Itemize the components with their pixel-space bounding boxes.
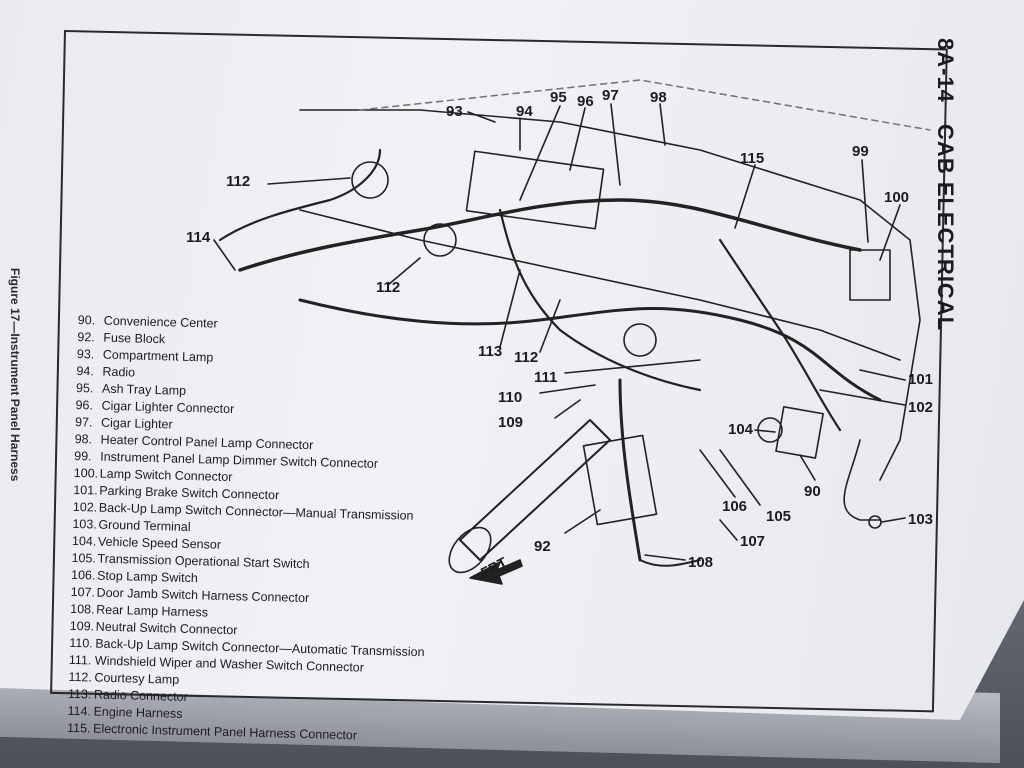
main-harness	[238, 198, 862, 272]
callout-90: 90	[804, 483, 821, 500]
legend-item-number: 99.	[74, 448, 92, 464]
legend-item-label: Courtesy Lamp	[94, 670, 180, 687]
legend-item-number: 109.	[69, 618, 95, 634]
legend-item-number: 96.	[75, 397, 94, 413]
legend-item-label: Cigar Lighter Connector	[101, 398, 235, 417]
legend-item-number: 92.	[77, 329, 95, 345]
callout-115: 115	[740, 150, 764, 167]
legend-item-number: 105.	[71, 550, 97, 566]
callout-103: 103	[908, 511, 933, 528]
legend-item-number: 111.	[68, 652, 92, 668]
callout-92: 92	[534, 538, 551, 555]
legend-item-label: Radio Connector	[93, 687, 188, 705]
front-arrow	[469, 559, 523, 585]
branch-down	[618, 378, 642, 562]
legend-item-label: Rear Lamp Harness	[96, 602, 209, 620]
legend-item-label: Radio	[102, 364, 136, 380]
legend-item-label: Lamp Switch Connector	[99, 466, 233, 485]
legend-item-label: Convenience Center	[103, 313, 218, 331]
callout-104: 104	[728, 421, 754, 438]
legend-item-number: 112.	[68, 669, 93, 685]
legend-item-label: Ground Terminal	[98, 517, 191, 535]
ground-terminal	[868, 515, 882, 529]
dash-top-edge	[299, 109, 911, 241]
legend-item-number: 94.	[76, 363, 95, 379]
legend-item-number: 100.	[73, 465, 99, 481]
figure-caption: Figure 17—Instrument Panel Harness	[8, 268, 22, 482]
radio-box	[465, 150, 605, 230]
callout-108: 108	[688, 554, 713, 571]
legend-item-label: Cigar Lighter	[100, 415, 173, 432]
legend-item-number: 97.	[74, 414, 93, 430]
legend-item-label: Compartment Lamp	[102, 347, 214, 365]
windshield-line	[359, 79, 931, 131]
callout-94: 94	[516, 103, 533, 120]
legend-item-label: Stop Lamp Switch	[96, 568, 199, 586]
legend-item-number: 98.	[74, 431, 93, 447]
legend-item-number: 113.	[67, 686, 92, 702]
legend-item-number: 108.	[70, 601, 95, 617]
callout-95: 95	[550, 89, 567, 106]
callout-113: 113	[478, 343, 502, 360]
callout-112a: 112	[226, 173, 250, 190]
callout-102: 102	[908, 399, 933, 416]
legend-item-number: 95.	[75, 380, 94, 396]
legend-item-number: 107.	[70, 584, 96, 600]
courtesy-lamp-center	[423, 223, 457, 257]
convenience-center	[775, 406, 824, 459]
callout-109: 109	[498, 414, 523, 431]
legend-item-label: Fuse Block	[103, 330, 166, 347]
steering-column	[459, 419, 611, 561]
dash-right-edge	[879, 239, 921, 481]
callout-110: 110	[498, 389, 522, 406]
callout-114: 114	[186, 229, 211, 246]
legend-item-label: Neutral Switch Connector	[95, 619, 238, 638]
legend-item-label: Engine Harness	[93, 704, 183, 721]
callout-101: 101	[908, 371, 933, 388]
callout-112b: 112	[376, 279, 400, 296]
courtesy-lamp-right	[623, 323, 657, 357]
callout-93: 93	[446, 103, 463, 120]
callout-106: 106	[722, 498, 747, 515]
branch-center	[498, 208, 702, 392]
lamp-switch-module	[849, 249, 891, 301]
ground-wire	[843, 439, 881, 521]
legend-item-number: 93.	[76, 346, 95, 362]
callout-111: 111	[534, 369, 557, 386]
section-number: 8A-14	[933, 38, 958, 103]
section-title: CAB ELECTRICAL	[933, 124, 958, 332]
callout-99: 99	[852, 143, 869, 160]
legend-item-number: 102.	[72, 499, 98, 515]
fuse-block	[582, 434, 658, 526]
legend-item-label: Ash Tray Lamp	[101, 381, 187, 398]
callout-112c: 112	[514, 349, 538, 366]
legend-item-number: 104.	[71, 533, 97, 549]
callout-98: 98	[650, 89, 667, 106]
legend-list: 90. Convenience Center 92. Fuse Block 93. Com…	[67, 312, 498, 748]
branch-left	[218, 148, 382, 242]
main-harness-lower	[298, 298, 882, 402]
section-header: 8A-14 CAB ELECTRICAL	[932, 38, 958, 331]
rear-lamp-harness	[639, 559, 701, 567]
harness-diagram: 112 114 112 93 94 95 96 97 98 115 99 100…	[186, 79, 933, 585]
callout-107: 107	[740, 533, 765, 550]
callout-97: 97	[602, 87, 619, 104]
branch-right	[718, 238, 842, 432]
callout-96: 96	[577, 93, 594, 110]
manual-page	[0, 0, 1024, 720]
legend-item-number: 114.	[67, 703, 92, 719]
courtesy-lamp-left	[351, 161, 389, 199]
steering-column-end	[448, 526, 492, 574]
callout-100: 100	[884, 189, 909, 206]
legend-item-number: 90.	[77, 312, 96, 328]
legend-item-number: 106.	[70, 567, 96, 583]
callout-105: 105	[766, 508, 791, 525]
legend-item-number: 101.	[73, 482, 98, 498]
legend-item-number: 103.	[72, 516, 97, 532]
legend-item-label: Vehicle Speed Sensor	[97, 534, 222, 552]
legend-item-number: 115.	[66, 720, 91, 736]
legend-item-number: 110.	[69, 635, 93, 651]
